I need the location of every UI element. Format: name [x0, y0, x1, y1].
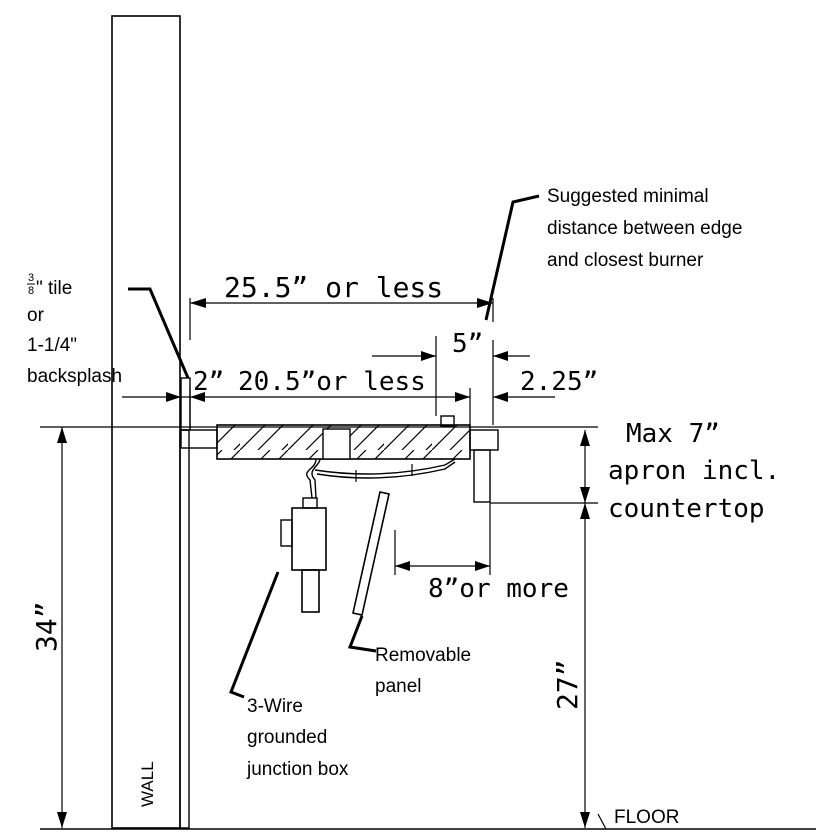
backsplash-tile — [180, 377, 191, 431]
dim-27-label: 27” — [551, 659, 584, 710]
conduit-2 — [311, 458, 321, 499]
dim-25-5-label: 25.5” or less — [224, 271, 443, 304]
dim-20-5-label: 20.5”or less — [238, 367, 426, 397]
wall-backer — [179, 429, 190, 829]
apron — [473, 449, 491, 503]
junction-box — [291, 507, 327, 571]
dim-5-label: 5” — [452, 329, 483, 359]
dim-34-label: 34” — [30, 601, 63, 652]
suggested-line1: Suggested minimal — [547, 186, 709, 207]
max-7-label: Max 7” — [626, 419, 720, 449]
tile-or: or — [27, 305, 45, 326]
tile-fraction-den: 8 — [28, 285, 34, 297]
floor-label: FLOOR — [614, 807, 679, 828]
removable-line1: Removable — [375, 645, 471, 666]
tile-fraction-num: 3 — [28, 272, 34, 284]
dim-8-label: 8”or more — [428, 574, 569, 604]
removable-panel — [352, 491, 390, 616]
cable-2 — [316, 461, 456, 479]
apron-label: apron incl. — [608, 456, 780, 486]
junction-line1: 3-Wire — [247, 696, 303, 717]
removable-line2: panel — [375, 676, 422, 697]
conduit — [306, 458, 317, 499]
wall — [111, 15, 181, 829]
leader-panel — [347, 615, 377, 653]
leader-suggested — [484, 194, 540, 321]
leader-junction — [229, 571, 280, 699]
junction-box-top — [302, 497, 318, 509]
countertop-label: countertop — [608, 494, 765, 524]
dim-2-label: 2” — [193, 367, 224, 397]
junction-box-conduit — [301, 569, 320, 613]
rear-countertop — [180, 429, 218, 449]
junction-line2: grounded — [247, 727, 327, 748]
tile-label: " tile — [36, 278, 72, 299]
backsplash-1: 1-1/4" — [27, 335, 77, 356]
cooktop-junction — [322, 428, 351, 460]
backsplash-2: backsplash — [27, 366, 122, 387]
wall-label: WALL — [138, 761, 157, 807]
suggested-line2: distance between edge — [547, 218, 742, 239]
leader-tile — [128, 287, 190, 379]
junction-box-knob — [280, 519, 293, 547]
front-countertop — [469, 429, 499, 451]
suggested-line3: and closest burner — [547, 250, 704, 271]
burner-knob — [440, 415, 455, 427]
junction-line3: junction box — [246, 759, 349, 780]
dim-2-25-label: 2.25” — [520, 367, 598, 397]
cable — [314, 458, 456, 475]
